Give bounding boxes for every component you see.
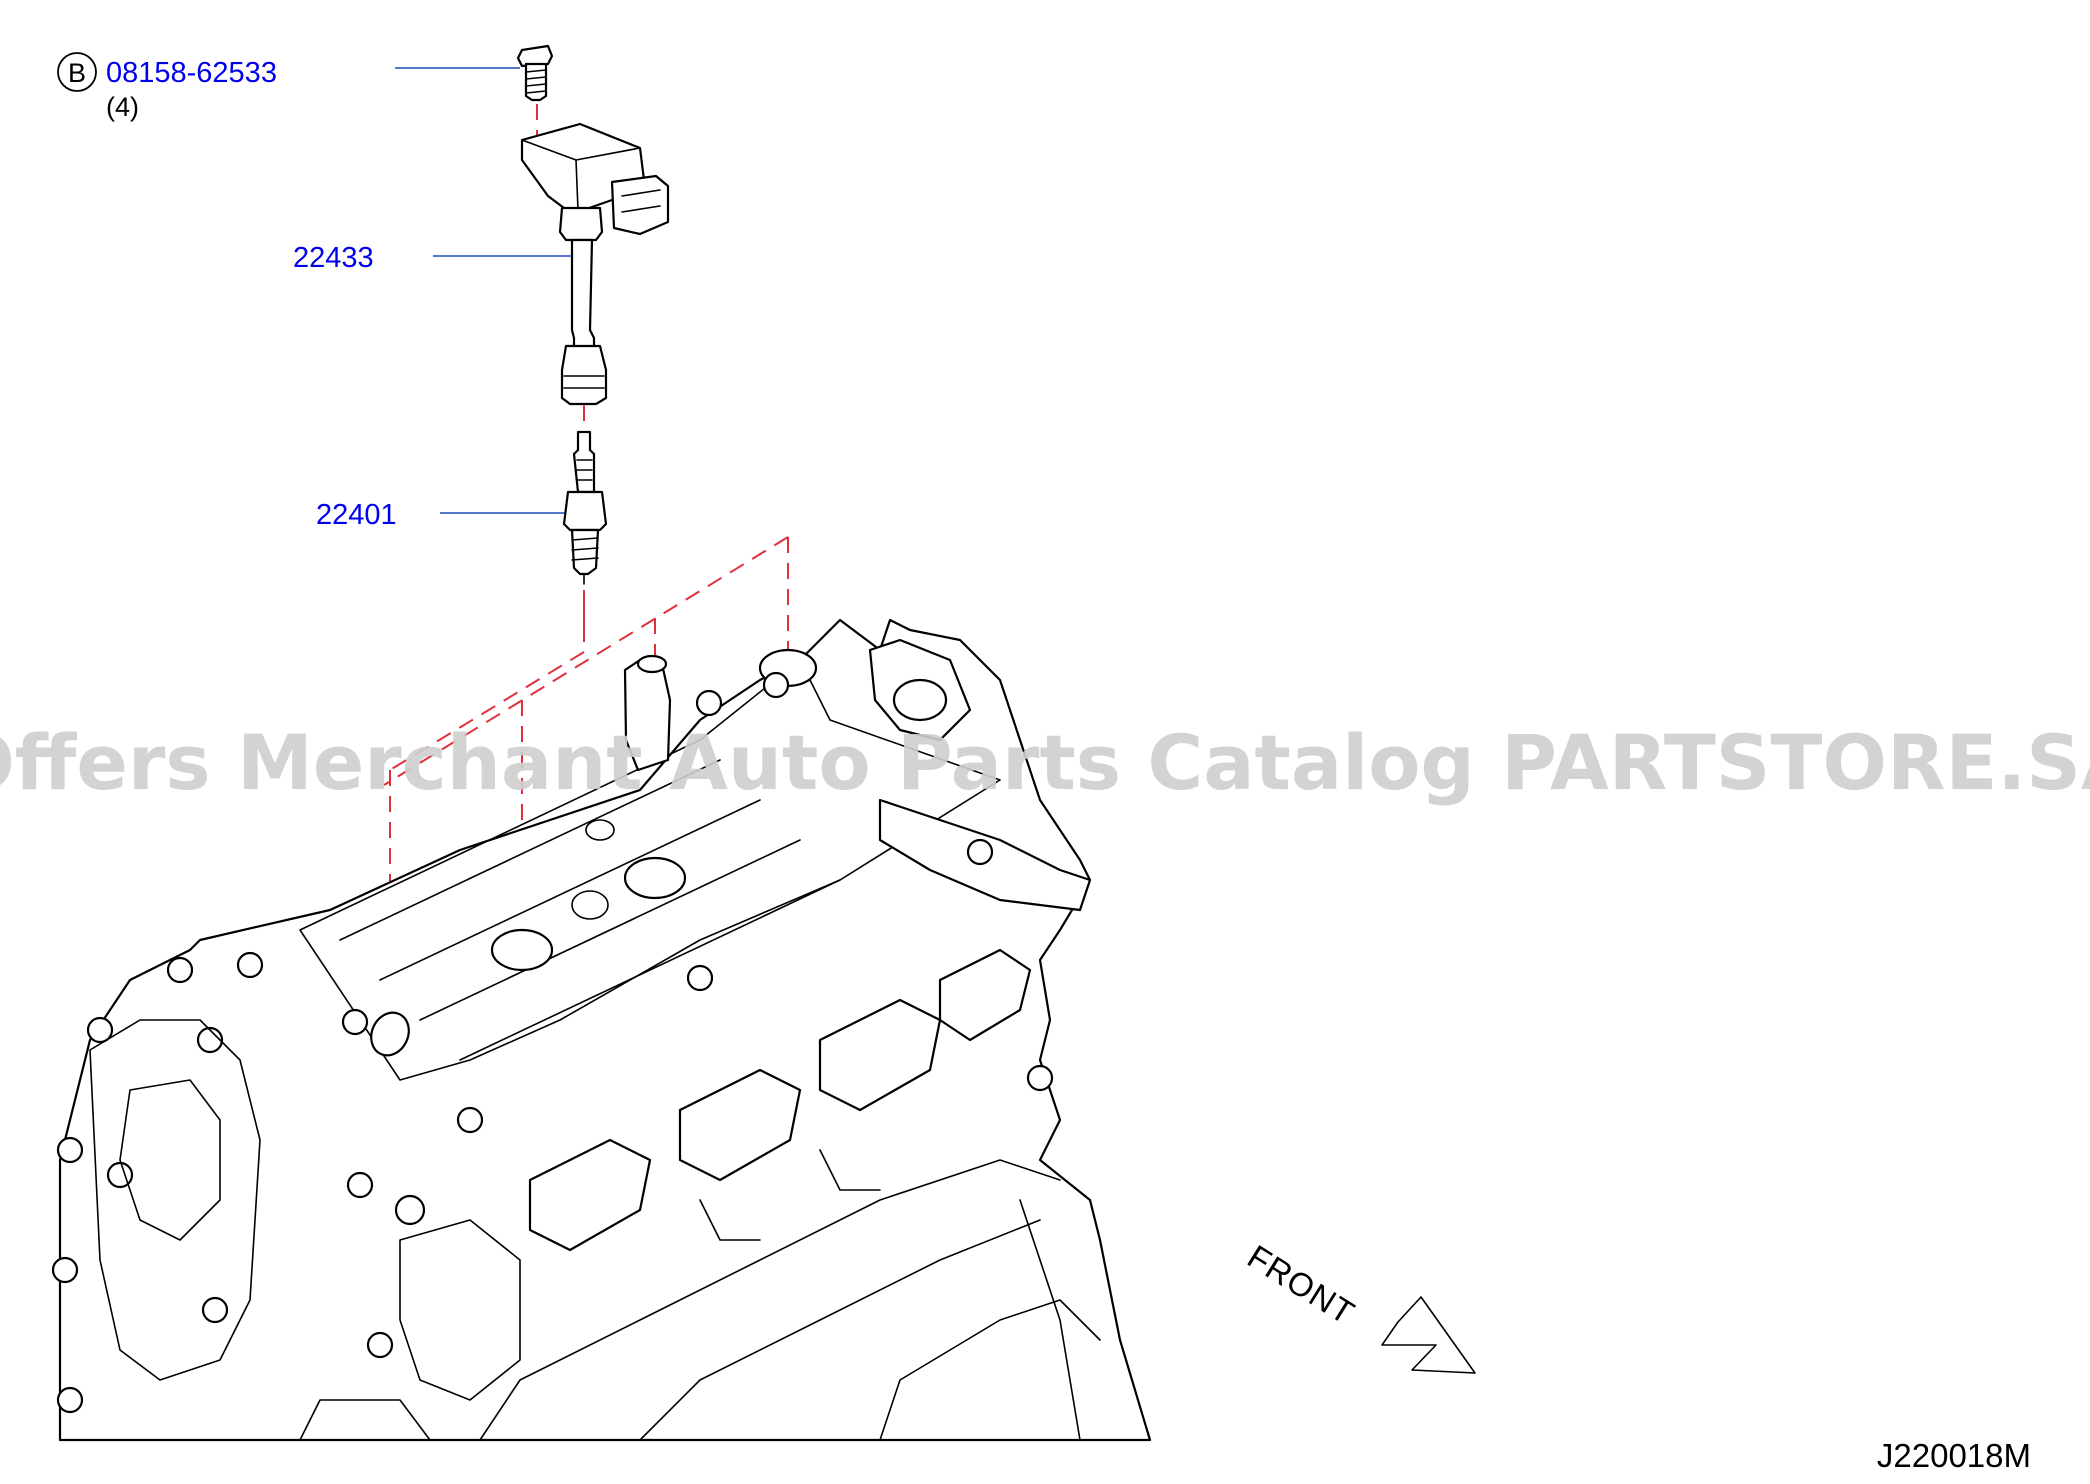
spark-plug-icon [562, 430, 608, 585]
front-arrow-icon [1381, 1296, 1476, 1374]
spark-plug-part-number-link[interactable]: 22401 [316, 499, 397, 531]
ignition-coil-part-number-link[interactable]: 22433 [293, 242, 374, 274]
marker-circle-icon [57, 52, 97, 92]
engine-cylinder-head [51, 618, 1152, 1442]
spark-plug-callout[interactable]: 22401 [316, 499, 574, 531]
diagram-code: J220018M [1877, 1437, 2031, 1474]
bolt-icon [516, 44, 554, 135]
ignition-coil-icon [520, 122, 670, 430]
ignition-coil-callout[interactable]: 22433 [293, 242, 576, 274]
bolt-marker-letter: B [68, 58, 86, 88]
front-indicator: FRONT [1241, 1238, 1476, 1374]
watermark-text: Offers Merchant Auto Parts Catalog PARTS… [0, 718, 2090, 807]
bolt-callout[interactable]: B 08158-62533 (4) [57, 52, 520, 122]
bolt-quantity: (4) [106, 92, 139, 122]
bolt-part-number-link[interactable]: 08158-62533 [106, 57, 277, 89]
front-label: FRONT [1241, 1238, 1361, 1332]
